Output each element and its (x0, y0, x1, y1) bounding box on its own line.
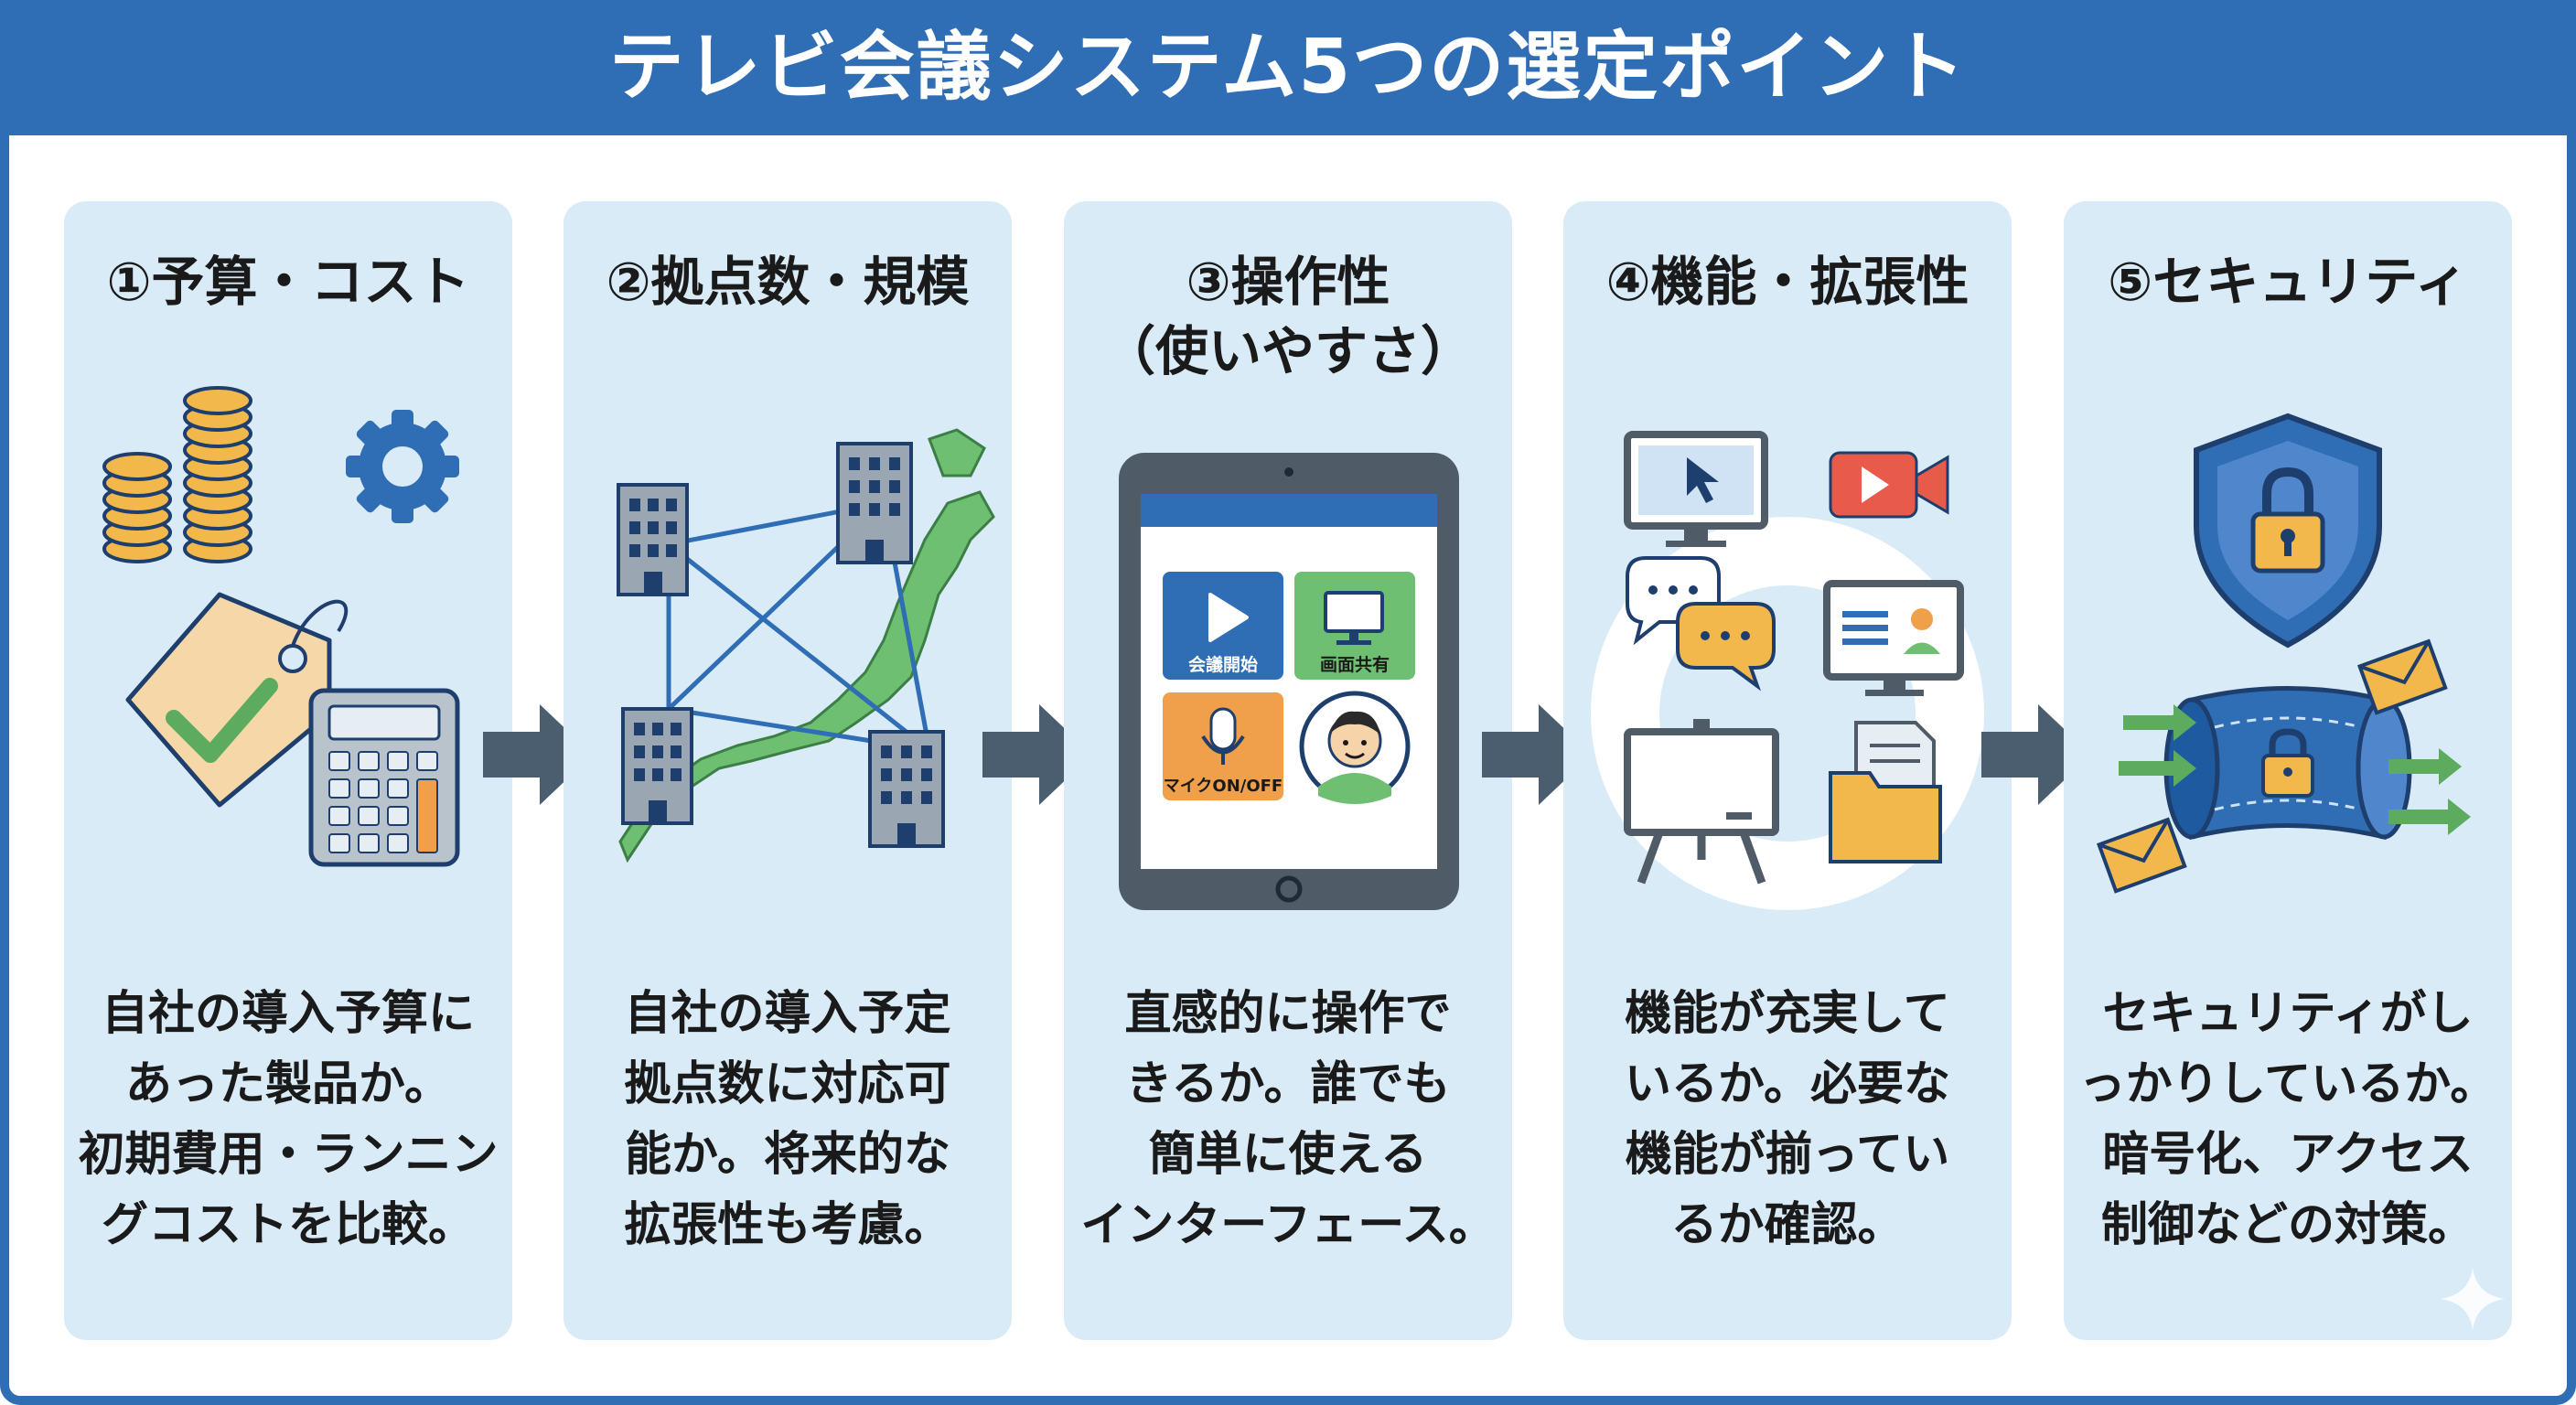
security-illustration (2096, 413, 2471, 894)
arrow-right-icon (2119, 704, 2471, 835)
start-meeting-button: 会議開始 (1163, 572, 1283, 680)
calculator-icon (308, 688, 460, 867)
card-description: 機能が充実して いるか。必要な 機能が揃ってい るか確認。 (1625, 987, 1950, 1252)
card-sites-scale: ②拠点数・規模 (564, 201, 1012, 1340)
user-avatar-icon (1299, 691, 1411, 804)
budget-illustration (102, 386, 460, 867)
card-title: ①予算・コスト (106, 251, 470, 313)
tablet-illustration: 会議開始 画面共有 マイクON/OFF (1119, 453, 1459, 910)
features-illustration (1591, 431, 1984, 910)
sparkle-icon (2441, 1267, 2505, 1331)
button-label: マイクON/OFF (1164, 777, 1283, 796)
card-budget-cost: ①予算・コスト (64, 201, 512, 1340)
button-label: 会議開始 (1188, 654, 1258, 675)
card-usability: ③操作性 （使いやすさ） 会議開始 画面共有 (1064, 201, 1512, 1340)
card-description: 直感的に操作で きるか。誰でも 簡単に使える インターフェース。 (1080, 987, 1496, 1252)
header-banner: テレビ会議システム5つの選定ポイント (0, 0, 2576, 135)
chat-bubbles-icon (1626, 556, 1776, 692)
card-description: 自社の導入予定 拠点数に対応可 能か。将来的な 拡張性も考慮。 (624, 987, 951, 1252)
card-description: 自社の導入予算に あった製品か。 初期費用・ランニン グコストを比較。 (78, 987, 499, 1252)
play-icon (1208, 593, 1249, 642)
button-label: 画面共有 (1320, 654, 1390, 675)
screen-share-button: 画面共有 (1294, 572, 1415, 680)
card-security: ⑤セキュリティ (2064, 201, 2512, 1340)
card-title: ③操作性 （使いやすさ） (1101, 251, 1474, 382)
card-title: ⑤セキュリティ (2108, 251, 2468, 313)
microphone-icon (1201, 707, 1245, 765)
page-title: テレビ会議システム5つの選定ポイント (608, 24, 1968, 111)
envelope-icon (2096, 638, 2448, 894)
video-camera-icon (1829, 451, 1949, 519)
gear-icon (346, 410, 459, 523)
monitor-icon (1324, 591, 1384, 645)
card-description: セキュリティがし っかりしているか。 暗号化、アクセス 制御などの対策。 (2078, 987, 2497, 1252)
file-folder-icon (1829, 721, 1942, 863)
mic-toggle-button: マイクON/OFF (1163, 692, 1283, 800)
profile-monitor-icon (1823, 580, 1964, 696)
price-tag-check-icon (125, 592, 349, 808)
encrypted-tunnel-icon (2163, 686, 2412, 841)
card-title: ④機能・拡張性 (1605, 251, 1970, 313)
office-building-icon (617, 442, 945, 848)
shield-lock-icon (2194, 413, 2382, 649)
whiteboard-icon (1624, 719, 1779, 885)
network-illustration (617, 428, 995, 863)
coin-stack-icon (102, 386, 252, 563)
tablet-icon (1119, 453, 1459, 910)
card-title: ②拠点数・規模 (606, 251, 970, 313)
card-features: ④機能・拡張性 (1563, 201, 2012, 1340)
screen-share-icon (1624, 431, 1768, 547)
